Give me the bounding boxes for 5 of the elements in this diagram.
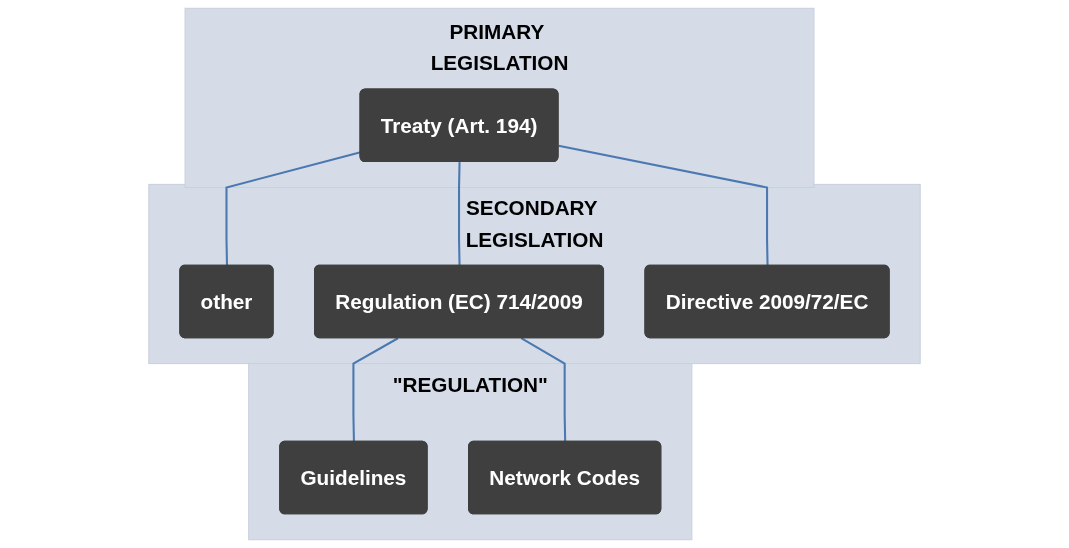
connector (225, 151, 361, 266)
connector (458, 162, 461, 266)
connector (352, 337, 399, 442)
connector (558, 144, 769, 266)
connector (520, 337, 567, 442)
